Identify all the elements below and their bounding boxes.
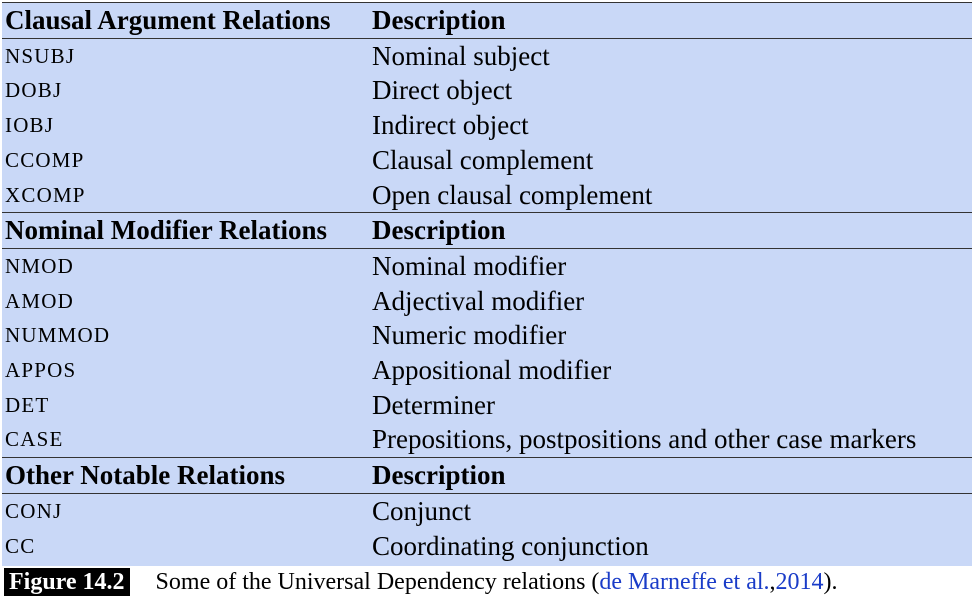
citation-author-link[interactable]: de Marneffe et al. — [599, 568, 770, 595]
description-header: Description — [369, 212, 972, 249]
relation-name: APPOS — [5, 358, 77, 383]
relation-description: Adjectival modifier — [372, 285, 585, 316]
relation-name: NSUBJ — [5, 43, 76, 68]
caption-text-before: Some of the Universal Dependency relatio… — [155, 568, 600, 595]
section-header-row: Nominal Modifier Relations Description — [2, 212, 972, 249]
citation-year-link[interactable]: 2014 — [775, 568, 824, 595]
description-header: Description — [369, 457, 972, 494]
relation-description: Conjunct — [372, 495, 471, 526]
relation-description: Nominal subject — [372, 40, 550, 71]
relation-name: NMOD — [5, 253, 74, 278]
table-row: DET Determiner — [2, 388, 972, 423]
table-row: APPOS Appositional modifier — [2, 353, 972, 388]
table-row: CONJ Conjunct — [2, 493, 972, 528]
relation-name: DOBJ — [5, 78, 63, 103]
relation-name: CC — [5, 533, 36, 558]
relation-description: Clausal complement — [372, 144, 594, 175]
table-row: IOBJ Indirect object — [2, 108, 972, 143]
relation-name: CASE — [5, 427, 64, 452]
figure-label: Figure 14.2 — [4, 568, 130, 596]
table-row: XCOMP Open clausal complement — [2, 178, 972, 213]
table-row: AMOD Adjectival modifier — [2, 284, 972, 319]
relation-description: Coordinating conjunction — [372, 530, 649, 561]
section-title: Nominal Modifier Relations — [2, 212, 369, 249]
relation-name: XCOMP — [5, 182, 86, 207]
table-row: CASE Prepositions, postpositions and oth… — [2, 422, 972, 457]
relation-description: Indirect object — [372, 110, 529, 141]
table-row: CCOMP Clausal complement — [2, 143, 972, 178]
table-row: NMOD Nominal modifier — [2, 248, 972, 283]
section-header-row: Clausal Argument Relations Description — [2, 3, 972, 39]
caption-text-after: ). — [823, 568, 838, 595]
relation-description: Direct object — [372, 75, 513, 106]
section-title: Clausal Argument Relations — [2, 3, 369, 39]
section-header-row: Other Notable Relations Description — [2, 457, 972, 494]
section-title: Other Notable Relations — [2, 457, 369, 494]
relation-name: CCOMP — [5, 147, 85, 172]
relation-description: Numeric modifier — [372, 320, 567, 351]
description-header: Description — [369, 3, 972, 39]
figure-caption: Figure 14.2 Some of the Universal Depend… — [4, 567, 838, 597]
relation-name: DET — [5, 392, 50, 417]
relation-description: Nominal modifier — [372, 250, 567, 281]
citation-separator: , — [769, 568, 776, 595]
relations-table: Clausal Argument Relations Description N… — [2, 3, 972, 563]
relation-description: Determiner — [372, 389, 495, 420]
table-row: DOBJ Direct object — [2, 73, 972, 108]
relations-table-body: Clausal Argument Relations Description N… — [2, 3, 972, 563]
relation-description: Prepositions, postpositions and other ca… — [372, 424, 917, 455]
relation-description: Open clausal complement — [372, 179, 653, 210]
relation-description: Appositional modifier — [372, 355, 612, 386]
relation-name: AMOD — [5, 288, 74, 313]
table-row: NUMMOD Numeric modifier — [2, 318, 972, 353]
relation-name: NUMMOD — [5, 323, 111, 348]
relation-name: IOBJ — [5, 113, 55, 138]
table-row: NSUBJ Nominal subject — [2, 38, 972, 73]
relations-table-container: Clausal Argument Relations Description N… — [2, 2, 972, 566]
relation-name: CONJ — [5, 498, 63, 523]
table-row: CC Coordinating conjunction — [2, 529, 972, 564]
